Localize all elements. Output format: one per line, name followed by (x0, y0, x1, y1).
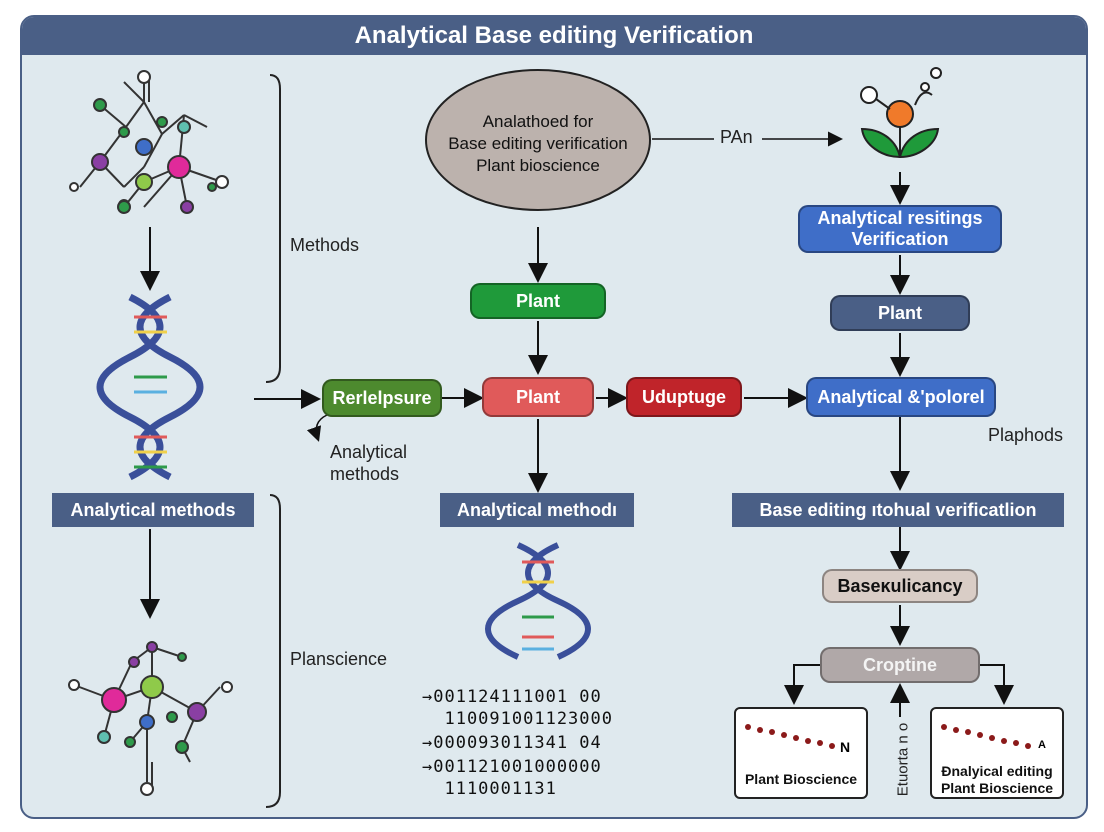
ellipse-text: Analathoed for Base editing verification… (426, 111, 650, 177)
central-ellipse (425, 69, 651, 211)
plant-molecule-icon (860, 67, 942, 159)
note-line1: Analytical (330, 442, 408, 462)
header-left: Analytical methods (52, 493, 254, 527)
methods-bracket (265, 74, 281, 383)
methods-label: Methods (290, 235, 360, 255)
sequence-line-1: →001124111001 00 (422, 687, 602, 707)
ellipse-line1: Analathoed for (482, 112, 594, 131)
note-line2: methods (330, 464, 400, 484)
ellipse-line2: Base editing verification (448, 134, 628, 153)
header-center: Analytical methodı (440, 493, 634, 527)
ellipse-line3: Plant bioscience (476, 156, 600, 175)
refelpsure-node[interactable]: Rerlelpsure (322, 379, 442, 417)
vertical-label: Etuorta n o (894, 722, 912, 797)
connector-lines (68, 67, 1014, 808)
right-card-caption-2: Plant Bioscience (940, 780, 1054, 796)
results-line1: Analytical resitings (817, 208, 983, 228)
decay-dots-right (941, 724, 1031, 749)
analytical-methods-note: Analytical methods (330, 441, 407, 485)
right-card-marker: А (1038, 739, 1046, 751)
sequence-line-4: →001121001000000 (422, 757, 602, 777)
decay-dots-left (745, 724, 835, 749)
result-card-left: N Plant Bioscience (734, 707, 868, 799)
right-card-caption-1: Ðnalyical editing (941, 763, 1053, 779)
pan-label: PAn (720, 127, 753, 147)
dna-helix-center-icon (485, 542, 591, 660)
uduptuge-node[interactable]: Uduptuge (626, 377, 742, 417)
plant-mid-node[interactable]: Plant (482, 377, 594, 417)
planscience-bracket (265, 494, 281, 808)
plaphods-label: Plaphods (988, 425, 1064, 445)
result-card-right: А Ðnalyical editing Plant Bioscience (930, 707, 1064, 799)
left-card-caption: Plant Bioscience (744, 771, 858, 787)
planscience-label: Planscience (290, 649, 388, 669)
molecule-top-icon (69, 70, 229, 214)
plant-right-node[interactable]: Plant (830, 295, 970, 331)
dna-helix-left-icon (96, 293, 204, 481)
header-right: Base editing ıtohual verificatlion (732, 493, 1064, 527)
plant-top-node[interactable]: Plant (470, 283, 606, 319)
results-verification-node[interactable]: Analytical resitings Verification (798, 205, 1002, 253)
diagram-frame: Analytical Base editing Verification (20, 15, 1088, 819)
croptine-node[interactable]: Croptine (820, 647, 980, 683)
title-bar: Analytical Base editing Verification (22, 17, 1086, 55)
molecule-bottom-icon (68, 641, 233, 796)
sequence-line-3: →000093011341 04 (422, 733, 602, 753)
analytical-polorel-node[interactable]: Analytical &'polorel (806, 377, 996, 417)
sequence-line-5: 1110001131 (422, 779, 557, 799)
left-card-marker: N (840, 739, 851, 755)
sequence-line-2: 110091001123000 (422, 709, 613, 729)
baseulicancy-node[interactable]: Baseĸulicancy (822, 569, 978, 603)
results-line2: Verification (851, 229, 949, 249)
